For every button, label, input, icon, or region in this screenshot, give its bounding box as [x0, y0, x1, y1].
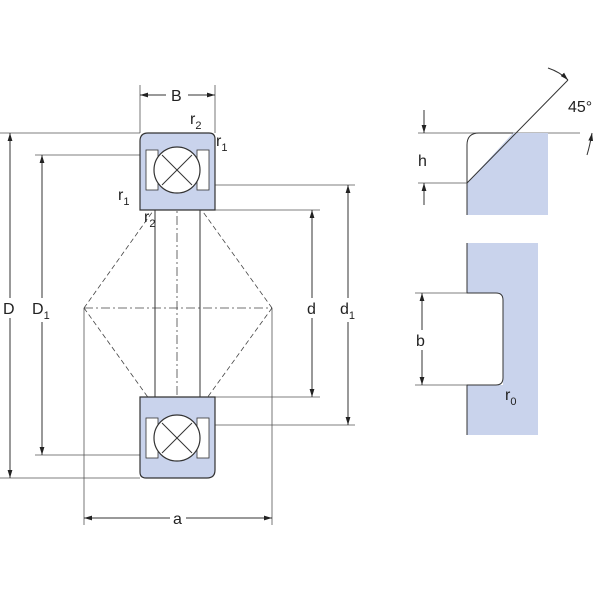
label-r2-side: r2: [144, 209, 155, 230]
detail-chamfer: [418, 67, 594, 215]
label-d1: d1: [340, 301, 355, 322]
label-D: D: [3, 301, 15, 318]
label-d: d: [307, 301, 316, 318]
label-B: B: [171, 88, 182, 105]
label-r0: r0: [505, 387, 516, 408]
label-angle-45: 45°: [568, 99, 592, 116]
labels: B r2 r1 r1 r2 D D1 d d1 a h 45° b r0: [2, 86, 592, 528]
label-r1-side: r1: [118, 187, 129, 208]
detail-slot: [415, 243, 538, 435]
label-r1-top: r1: [216, 133, 227, 154]
extension-lines: [0, 85, 355, 525]
bearing-section-top: [139, 132, 216, 211]
label-D1: D1: [32, 301, 50, 322]
label-h: h: [418, 153, 427, 170]
bearing-section-bottom: [139, 396, 216, 479]
label-a: a: [173, 511, 182, 528]
label-r2-top: r2: [190, 111, 201, 132]
label-b: b: [416, 333, 425, 350]
